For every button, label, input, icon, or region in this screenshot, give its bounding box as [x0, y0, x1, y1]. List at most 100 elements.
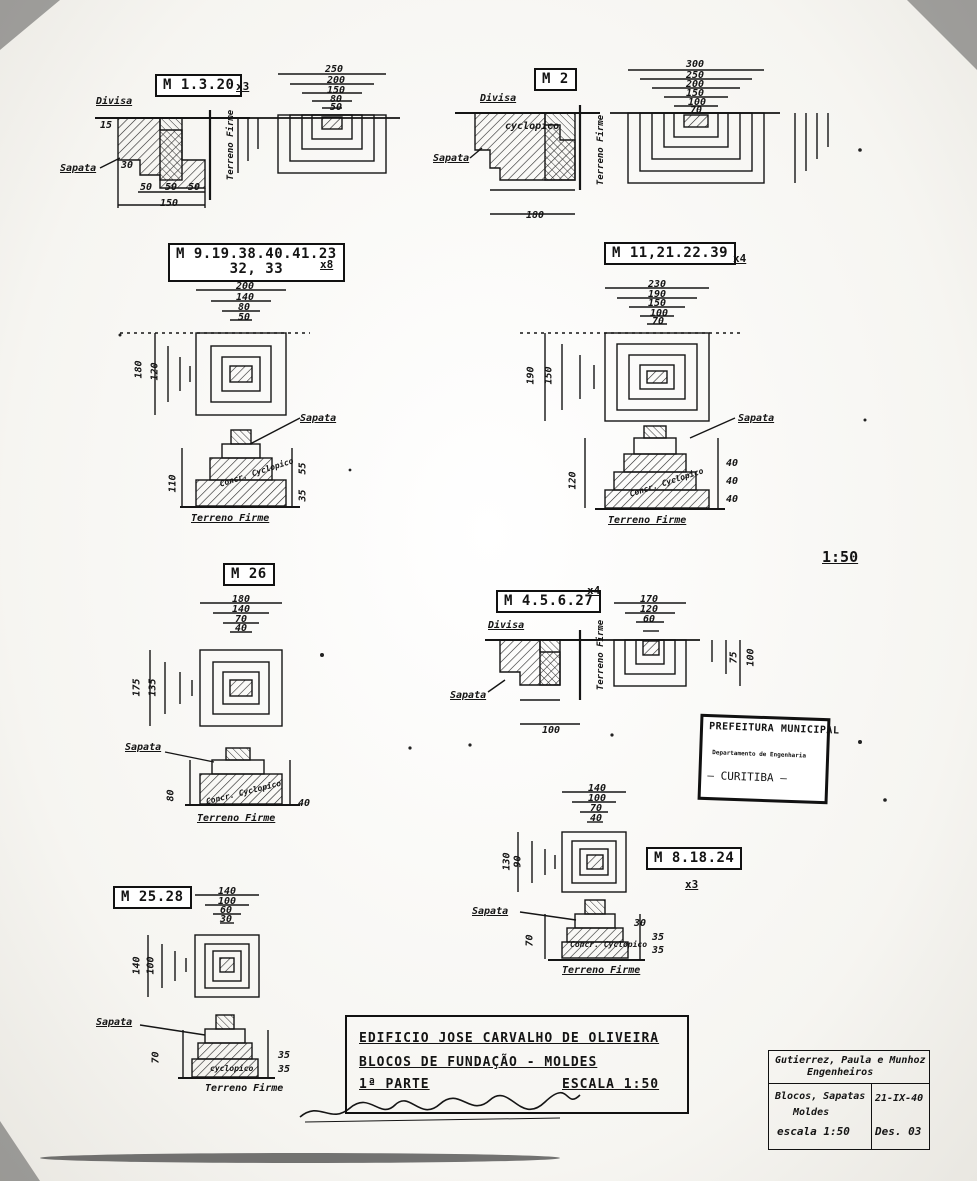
sapata-note: Sapata	[450, 690, 487, 701]
terreno-firme-note: Terreno Firme	[197, 813, 276, 824]
stamp-department: Departamento de Engenharia	[712, 749, 807, 760]
m2-section-drawing	[455, 105, 600, 215]
terreno-firme-note: Terreno Firme	[191, 513, 270, 524]
m1-section-drawing	[95, 110, 250, 208]
terreno-firme-note: Terreno Firme	[205, 1083, 284, 1094]
stamp-title: PREFEITURA MUNICIPAL	[708, 721, 840, 737]
footing-qty-m9: x8	[320, 258, 334, 271]
footing-label-m9: M 9.19.38.40.41.23 32, 33	[168, 243, 345, 282]
divisa-note: Divisa	[96, 96, 133, 107]
dim-label: 100	[588, 793, 607, 804]
paper-specks	[118, 148, 887, 802]
dim-label: 200	[327, 75, 346, 86]
dim-label: 70	[652, 316, 665, 327]
sheet-number: Des. 03	[875, 1125, 922, 1138]
sheet-bottom-shadow	[40, 1153, 560, 1163]
m2-plan-drawing	[610, 69, 829, 184]
dim-label: 180	[133, 360, 145, 379]
sapata-note: Sapata	[433, 153, 470, 164]
terreno-firme-note: Terreno Firme	[596, 114, 607, 186]
m11-plan-drawing	[520, 287, 740, 422]
dim-label: 150	[160, 198, 179, 209]
dim-label: 140	[131, 956, 143, 975]
dim-label: 140	[588, 783, 607, 794]
dim-label: 50	[188, 182, 201, 193]
dim-label: 120	[149, 362, 161, 381]
sheet-scale: escala 1:50	[777, 1125, 850, 1138]
sapata-note: Sapata	[738, 413, 775, 424]
dim-label: 50	[165, 182, 178, 193]
dim-label: 70	[690, 105, 703, 116]
m11-section-drawing	[584, 425, 725, 510]
footing-label-m26: M 26	[223, 563, 275, 587]
dim-label: 40	[590, 813, 603, 824]
dim-label: 70	[590, 803, 603, 814]
dim-label: 70	[235, 614, 248, 625]
m8-plan-drawing	[517, 791, 627, 893]
dim-label: 100	[542, 725, 561, 736]
dim-label: 150	[543, 366, 555, 385]
footing-label-m1: M 1.3.20	[155, 74, 243, 98]
dim-label: 100	[650, 308, 669, 319]
dim-label: 135	[147, 678, 159, 697]
dim-label: 35	[652, 932, 665, 943]
dim-label: 15	[100, 120, 113, 131]
terreno-firme-note: Terreno Firme	[226, 109, 237, 181]
dim-label: 70	[524, 934, 536, 947]
title-block: EDIFICIO JOSE CARVALHO DE OLIVEIRA BLOCO…	[345, 1015, 689, 1114]
footing-qty-m1: x3	[236, 80, 250, 93]
dim-label: 130	[501, 852, 513, 871]
municipal-stamp: PREFEITURA MUNICIPAL Departamento de Eng…	[697, 713, 840, 805]
m25-section-drawing	[178, 1014, 275, 1079]
dim-label: 30	[121, 160, 134, 171]
dim-label: 80	[330, 94, 343, 105]
dim-label: 150	[327, 85, 346, 96]
dim-label: 300	[686, 59, 705, 70]
m1-plan-drawing	[230, 73, 400, 174]
dim-label: 100	[688, 97, 707, 108]
m9-section-drawing	[180, 429, 300, 508]
sheet-description: Blocos, Sapatas	[775, 1091, 866, 1102]
dim-label: 110	[167, 474, 179, 493]
footing-label-m11: M 11,21.22.39	[604, 242, 737, 266]
dim-label: 250	[686, 70, 705, 81]
sapata-note: Sapata	[60, 163, 97, 174]
dim-label: 40	[298, 798, 311, 809]
dim-label: 100	[218, 896, 237, 907]
dim-label: 35	[297, 489, 309, 502]
dim-label: 30	[634, 918, 647, 929]
m9-plan-drawing	[120, 289, 310, 416]
dim-label: 140	[218, 886, 237, 897]
dim-label: 40	[235, 623, 248, 634]
sheet-date: 21-IX-40	[875, 1093, 924, 1104]
dim-label: 35	[652, 945, 665, 956]
sapata-note: Sapata	[472, 906, 509, 917]
dim-label: 50	[238, 312, 251, 323]
dim-label: 140	[232, 604, 251, 615]
cyclopico-note: cyclopico	[505, 121, 560, 132]
engineer-firm: Gutierrez, Paula e Munhoz	[775, 1055, 926, 1066]
terreno-firme-note: Terreno Firme	[608, 515, 687, 526]
dim-label: 230	[648, 279, 667, 290]
footing-label-m8: M 8.18.24	[646, 847, 743, 871]
divisa-note: Divisa	[488, 620, 525, 631]
project-title: EDIFICIO JOSE CARVALHO DE OLIVEIRA	[359, 1031, 660, 1046]
dim-label: 200	[236, 281, 255, 292]
sapata-note: Sapata	[300, 413, 337, 424]
dim-label: 175	[131, 678, 143, 697]
drawing-part: 1ª PARTE	[359, 1077, 430, 1092]
engineer-block: Gutierrez, Paula e Munhoz Engenheiros Bl…	[768, 1050, 930, 1150]
terreno-firme-note: Terreno Firme	[562, 965, 641, 976]
dim-label: 40	[726, 476, 739, 487]
scale-note: 1:50	[822, 548, 859, 566]
dim-label: 60	[220, 905, 233, 916]
sapata-note: Sapata	[125, 742, 162, 753]
stamp-city: — CURITIBA —	[707, 769, 788, 785]
sheet-description: Moldes	[793, 1107, 830, 1118]
dim-label: 100	[145, 956, 157, 975]
dim-label: 90	[512, 855, 524, 868]
dim-label: 120	[567, 471, 579, 490]
dim-label: 180	[232, 594, 251, 605]
dim-label: 35	[278, 1064, 291, 1075]
cyclopico-note: cyclopico	[210, 1064, 254, 1073]
